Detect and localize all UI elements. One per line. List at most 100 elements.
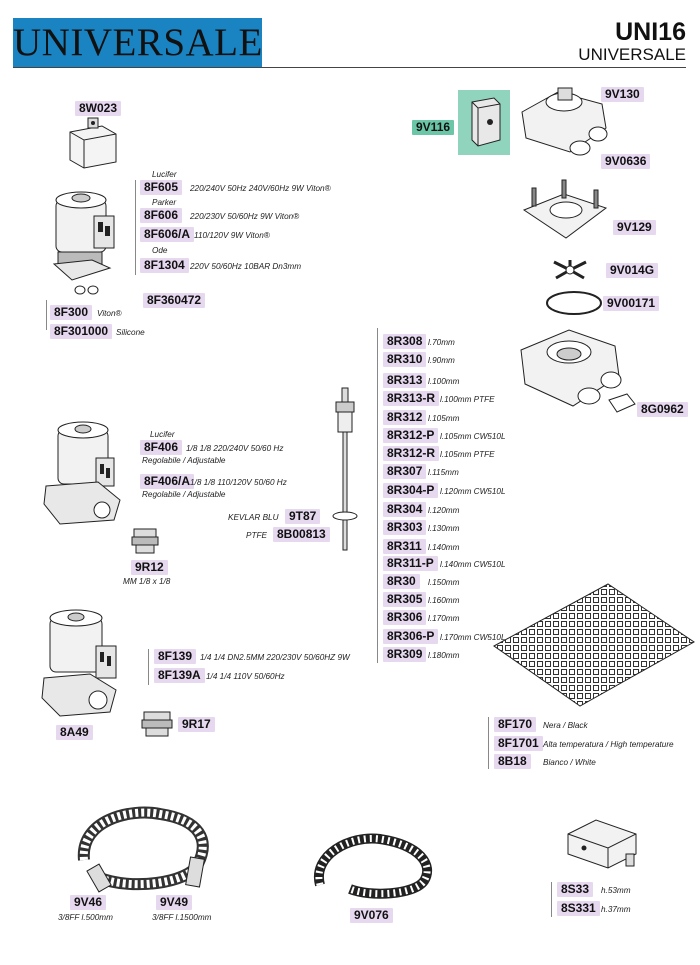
probe-code[interactable]: 8R313-R [383, 391, 440, 406]
bracket-illustration [560, 812, 644, 872]
part-9V129[interactable]: 9V129 [613, 220, 656, 235]
part-9V076[interactable]: 9V076 [350, 908, 393, 923]
probe-code[interactable]: 8R304-P [383, 483, 439, 498]
spiral-guard-illustration [310, 825, 436, 903]
desc-8F406-b: Regolabile / Adjustable [142, 456, 226, 465]
desc-8B18: Bianco / White [543, 758, 596, 767]
part-9R17[interactable]: 9R17 [178, 717, 215, 732]
maker-parker: Parker [152, 198, 177, 207]
part-8G0962[interactable]: 8G0962 [637, 402, 688, 417]
probe-code[interactable]: 8R312-R [383, 446, 440, 461]
probe-code[interactable]: 8R311-P [383, 556, 438, 571]
part-8F360472[interactable]: 8F360472 [143, 293, 206, 308]
desc-9V49: 3/8FF l.1500mm [152, 913, 212, 922]
probe-code[interactable]: 8R306-P [383, 629, 439, 644]
probe-code[interactable]: 8R303 [383, 520, 427, 535]
braided-hose-illustration [70, 800, 220, 900]
desc-8F139: 1/4 1/4 DN2.5MM 220/230V 50/60HZ 9W [200, 653, 350, 662]
fitting-9r17-illustration [140, 708, 174, 738]
probe-desc: l.115mm [428, 468, 459, 477]
part-8S33[interactable]: 8S33 [557, 882, 594, 897]
probe-desc: l.130mm [428, 524, 460, 533]
part-8B18[interactable]: 8B18 [494, 754, 531, 769]
probe-code[interactable]: 8R312-P [383, 428, 439, 443]
probe-code[interactable]: 8R313 [383, 373, 427, 388]
part-8F606A[interactable]: 8F606/A [140, 227, 195, 242]
probe-desc: l.120mm [428, 506, 460, 515]
desc-8F170: Nera / Black [543, 721, 588, 730]
probe-desc: l.90mm [428, 356, 455, 365]
probe-code[interactable]: 8R305 [383, 592, 427, 607]
probe-desc: l.100mm [428, 377, 460, 386]
probe-desc: l.105mm [428, 414, 460, 423]
desc-8F606: 220/230V 50/60Hz 9W Viton® [190, 212, 300, 221]
header-rule [13, 67, 686, 68]
desc-8F139A: 1/4 1/4 110V 50/60Hz [206, 672, 285, 681]
probe-code[interactable]: 8R310 [383, 352, 427, 367]
part-8F606[interactable]: 8F606 [140, 208, 183, 223]
probe-desc: l.170mm [428, 614, 460, 623]
impeller-illustration [550, 260, 590, 282]
probe-desc: l.160mm [428, 596, 460, 605]
part-9V014G[interactable]: 9V014G [606, 263, 659, 278]
solenoid-valve-8f406-illustration [40, 420, 130, 530]
part-8W023[interactable]: 8W023 [75, 101, 122, 116]
probe-code[interactable]: 8R312 [383, 410, 427, 425]
part-9V46[interactable]: 9V46 [70, 895, 107, 910]
part-9V0636[interactable]: 9V0636 [601, 154, 651, 169]
part-8F139A[interactable]: 8F139A [154, 668, 205, 683]
part-8F1701[interactable]: 8F1701 [494, 736, 543, 751]
bracket-line-4 [488, 717, 489, 769]
part-9V00171[interactable]: 9V00171 [603, 296, 660, 311]
part-8F139[interactable]: 8F139 [154, 649, 197, 664]
part-9V130[interactable]: 9V130 [601, 87, 644, 102]
connector-plug-illustration [62, 118, 122, 170]
desc-8S33: h.53mm [601, 886, 631, 895]
material-ptfe: PTFE [246, 531, 267, 540]
probe-desc: l.140mm [428, 543, 460, 552]
desc-8F406A-a: 1/8 1/8 110/120V 50/60 Hz [190, 478, 287, 487]
probe-code[interactable]: 8R309 [383, 647, 427, 662]
temperature-probe-illustration [326, 388, 366, 558]
part-8F301000[interactable]: 8F301000 [50, 324, 113, 339]
probe-desc: l.140mm CW510L [440, 560, 506, 569]
probe-code[interactable]: 8R311 [383, 539, 426, 554]
part-8A49[interactable]: 8A49 [56, 725, 93, 740]
part-8F406[interactable]: 8F406 [140, 440, 183, 455]
desc-8F1701: Alta temperatura / High temperature [543, 740, 674, 749]
material-kevlar: KEVLAR BLU [228, 513, 279, 522]
desc-8F1304: 220V 50/60Hz 10BAR Dn3mm [190, 262, 302, 271]
probe-desc: l.105mm CW510L [440, 432, 506, 441]
bracket-line-5 [551, 882, 552, 917]
probe-code[interactable]: 8R307 [383, 464, 427, 479]
probe-desc: l.105mm PTFE [440, 450, 495, 459]
solenoid-valve-8f139-illustration [40, 606, 132, 722]
part-8F170[interactable]: 8F170 [494, 717, 537, 732]
part-9V116[interactable]: 9V116 [412, 120, 455, 135]
o-ring-illustration [545, 290, 603, 316]
bracket-line [135, 180, 136, 275]
probe-desc: l.100mm PTFE [440, 395, 495, 404]
part-9R12[interactable]: 9R12 [131, 560, 168, 575]
desc-8S331: h.37mm [601, 905, 631, 914]
flow-meter-cover-illustration [520, 180, 610, 252]
probe-desc: l.170mm CW510L [440, 633, 506, 642]
probe-code[interactable]: 8R30 [383, 574, 420, 589]
part-9V49[interactable]: 9V49 [156, 895, 193, 910]
part-8F300[interactable]: 8F300 [50, 305, 93, 320]
part-8S331[interactable]: 8S331 [557, 901, 600, 916]
bracket-line-2 [46, 300, 47, 330]
part-8F605[interactable]: 8F605 [140, 180, 183, 195]
part-8F406A[interactable]: 8F406/A [140, 474, 195, 489]
probe-code[interactable]: 8R308 [383, 334, 427, 349]
brand-banner: UNIVERSALE [13, 18, 262, 68]
probe-code[interactable]: 8R304 [383, 502, 427, 517]
part-8F1304[interactable]: 8F1304 [140, 258, 189, 273]
probe-code[interactable]: 8R306 [383, 610, 427, 625]
part-8B00813[interactable]: 8B00813 [273, 527, 330, 542]
part-9T87[interactable]: 9T87 [285, 509, 321, 524]
desc-8F300: Viton® [97, 309, 122, 318]
maker-lucifer-2: Lucifer [150, 430, 175, 439]
maker-lucifer: Lucifer [152, 170, 177, 179]
o-rings-illustration [74, 284, 100, 296]
